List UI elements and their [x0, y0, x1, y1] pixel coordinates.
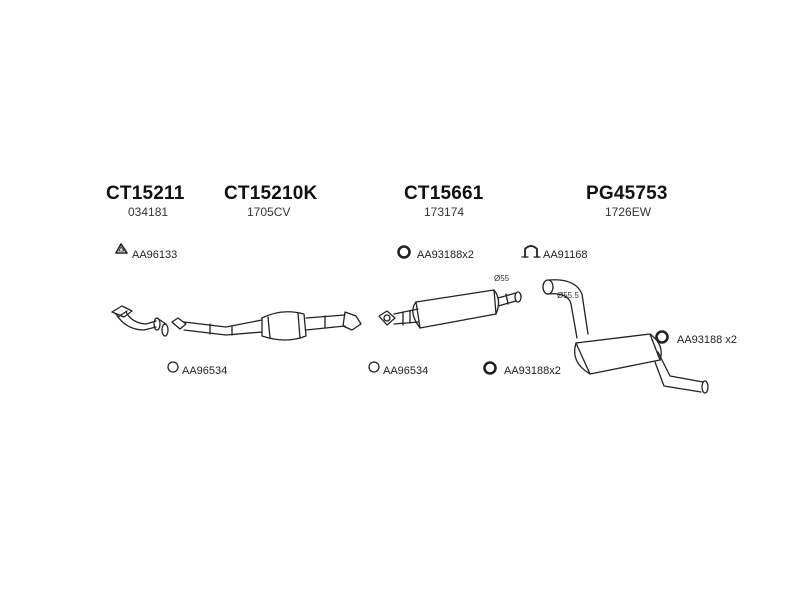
ring-icon: [167, 361, 179, 373]
dimension-label-2: Ø55.5: [557, 291, 579, 300]
accessory-label-5: AA96534: [182, 365, 228, 377]
part-ref-4: 1726EW: [605, 205, 652, 219]
middle-muffler-part: [378, 289, 522, 329]
ring-icon: [655, 330, 669, 344]
accessory-label-6: AA96534: [383, 365, 429, 377]
part-code-1: CT15211: [106, 183, 185, 204]
part-code-3: CT15661: [404, 183, 484, 204]
part-code-4: PG45753: [586, 183, 668, 204]
dimension-label-1: Ø55: [494, 274, 510, 283]
accessory-label-2: AA93188x2: [417, 249, 474, 261]
catalytic-converter-part: [171, 311, 362, 341]
part-ref-3: 173174: [424, 205, 465, 219]
ring-icon: [397, 245, 411, 259]
accessory-label-1: AA96133: [132, 249, 178, 261]
clamp-icon: [521, 245, 541, 258]
accessory-label-7: AA93188x2: [504, 365, 561, 377]
accessory-label-3: AA91168: [543, 249, 588, 261]
part-ref-1: 034181: [128, 205, 169, 219]
part-ref-2: 1705CV: [247, 205, 291, 219]
front-pipe-part: [111, 305, 169, 337]
ring-icon: [483, 361, 497, 375]
accessory-label-4: AA93188 x2: [677, 334, 737, 346]
part-code-2: CT15210K: [224, 183, 318, 204]
rear-muffler-part: [542, 279, 709, 394]
ring-icon: [368, 361, 380, 373]
gasket-icon: [115, 243, 128, 254]
